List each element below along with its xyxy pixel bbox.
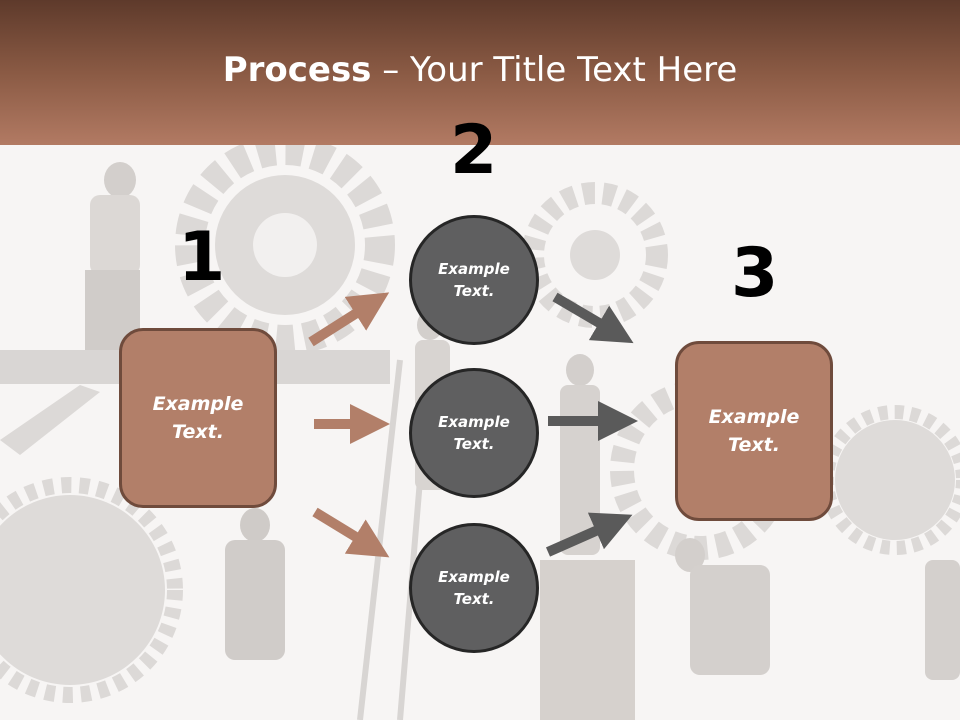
title-bar [0, 0, 960, 145]
step-3-box: Example Text. [675, 341, 833, 521]
title-bold: Process [222, 50, 372, 90]
step-number-2: 2 [450, 111, 498, 190]
arrow-to-top-circle [308, 292, 390, 347]
circle-bottom-text: Example Text. [438, 567, 510, 609]
arrow-to-bottom-circle [312, 507, 390, 558]
arrow-top-to-box [552, 292, 634, 344]
step-number-1: 1 [178, 218, 226, 297]
slide-title: Process – Your Title Text Here [0, 50, 960, 90]
step-1-box-text: Example Text. [152, 392, 244, 444]
circle-middle-text: Example Text. [438, 412, 510, 454]
arrow-bottom-to-box [545, 512, 633, 557]
circle-top-text: Example Text. [438, 259, 510, 301]
step-2-circle-middle: Example Text. [409, 368, 539, 498]
step-2-circle-top: Example Text. [409, 215, 539, 345]
title-rest: – Your Title Text Here [371, 50, 738, 90]
step-number-3: 3 [731, 234, 779, 313]
step-2-circle-bottom: Example Text. [409, 523, 539, 653]
step-1-box: Example Text. [119, 328, 277, 508]
step-3-box-text: Example Text. [708, 405, 800, 457]
